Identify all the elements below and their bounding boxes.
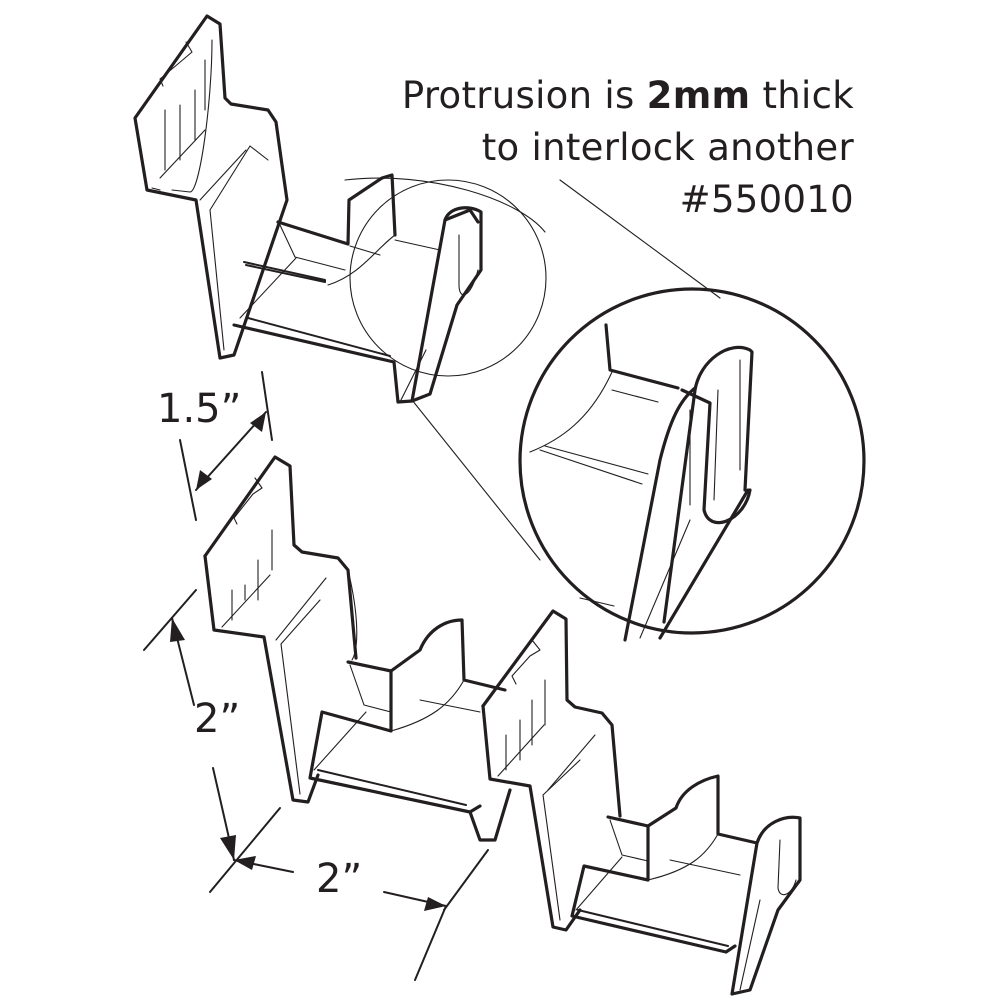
middle-clip xyxy=(203,455,507,814)
dimension-height-label: 2” xyxy=(194,696,241,742)
callout-part-number: #550010 xyxy=(679,178,854,221)
dimension-spacing-label: 1.5” xyxy=(157,386,242,432)
protrusion-callout: Protrusion is 2mm thick to interlock ano… xyxy=(402,70,854,226)
callout-line-2: to interlock another xyxy=(481,126,854,169)
callout-line-1: Protrusion is 2mm thick xyxy=(401,74,854,117)
dimension-lines xyxy=(143,371,489,981)
magnifier-detail xyxy=(518,287,866,642)
magnifier-lens-small xyxy=(344,177,721,561)
dimension-width-label: 2” xyxy=(316,856,363,902)
bottom-clip xyxy=(468,609,802,996)
callout-thickness: 2mm xyxy=(646,74,751,117)
top-clip xyxy=(133,14,483,404)
